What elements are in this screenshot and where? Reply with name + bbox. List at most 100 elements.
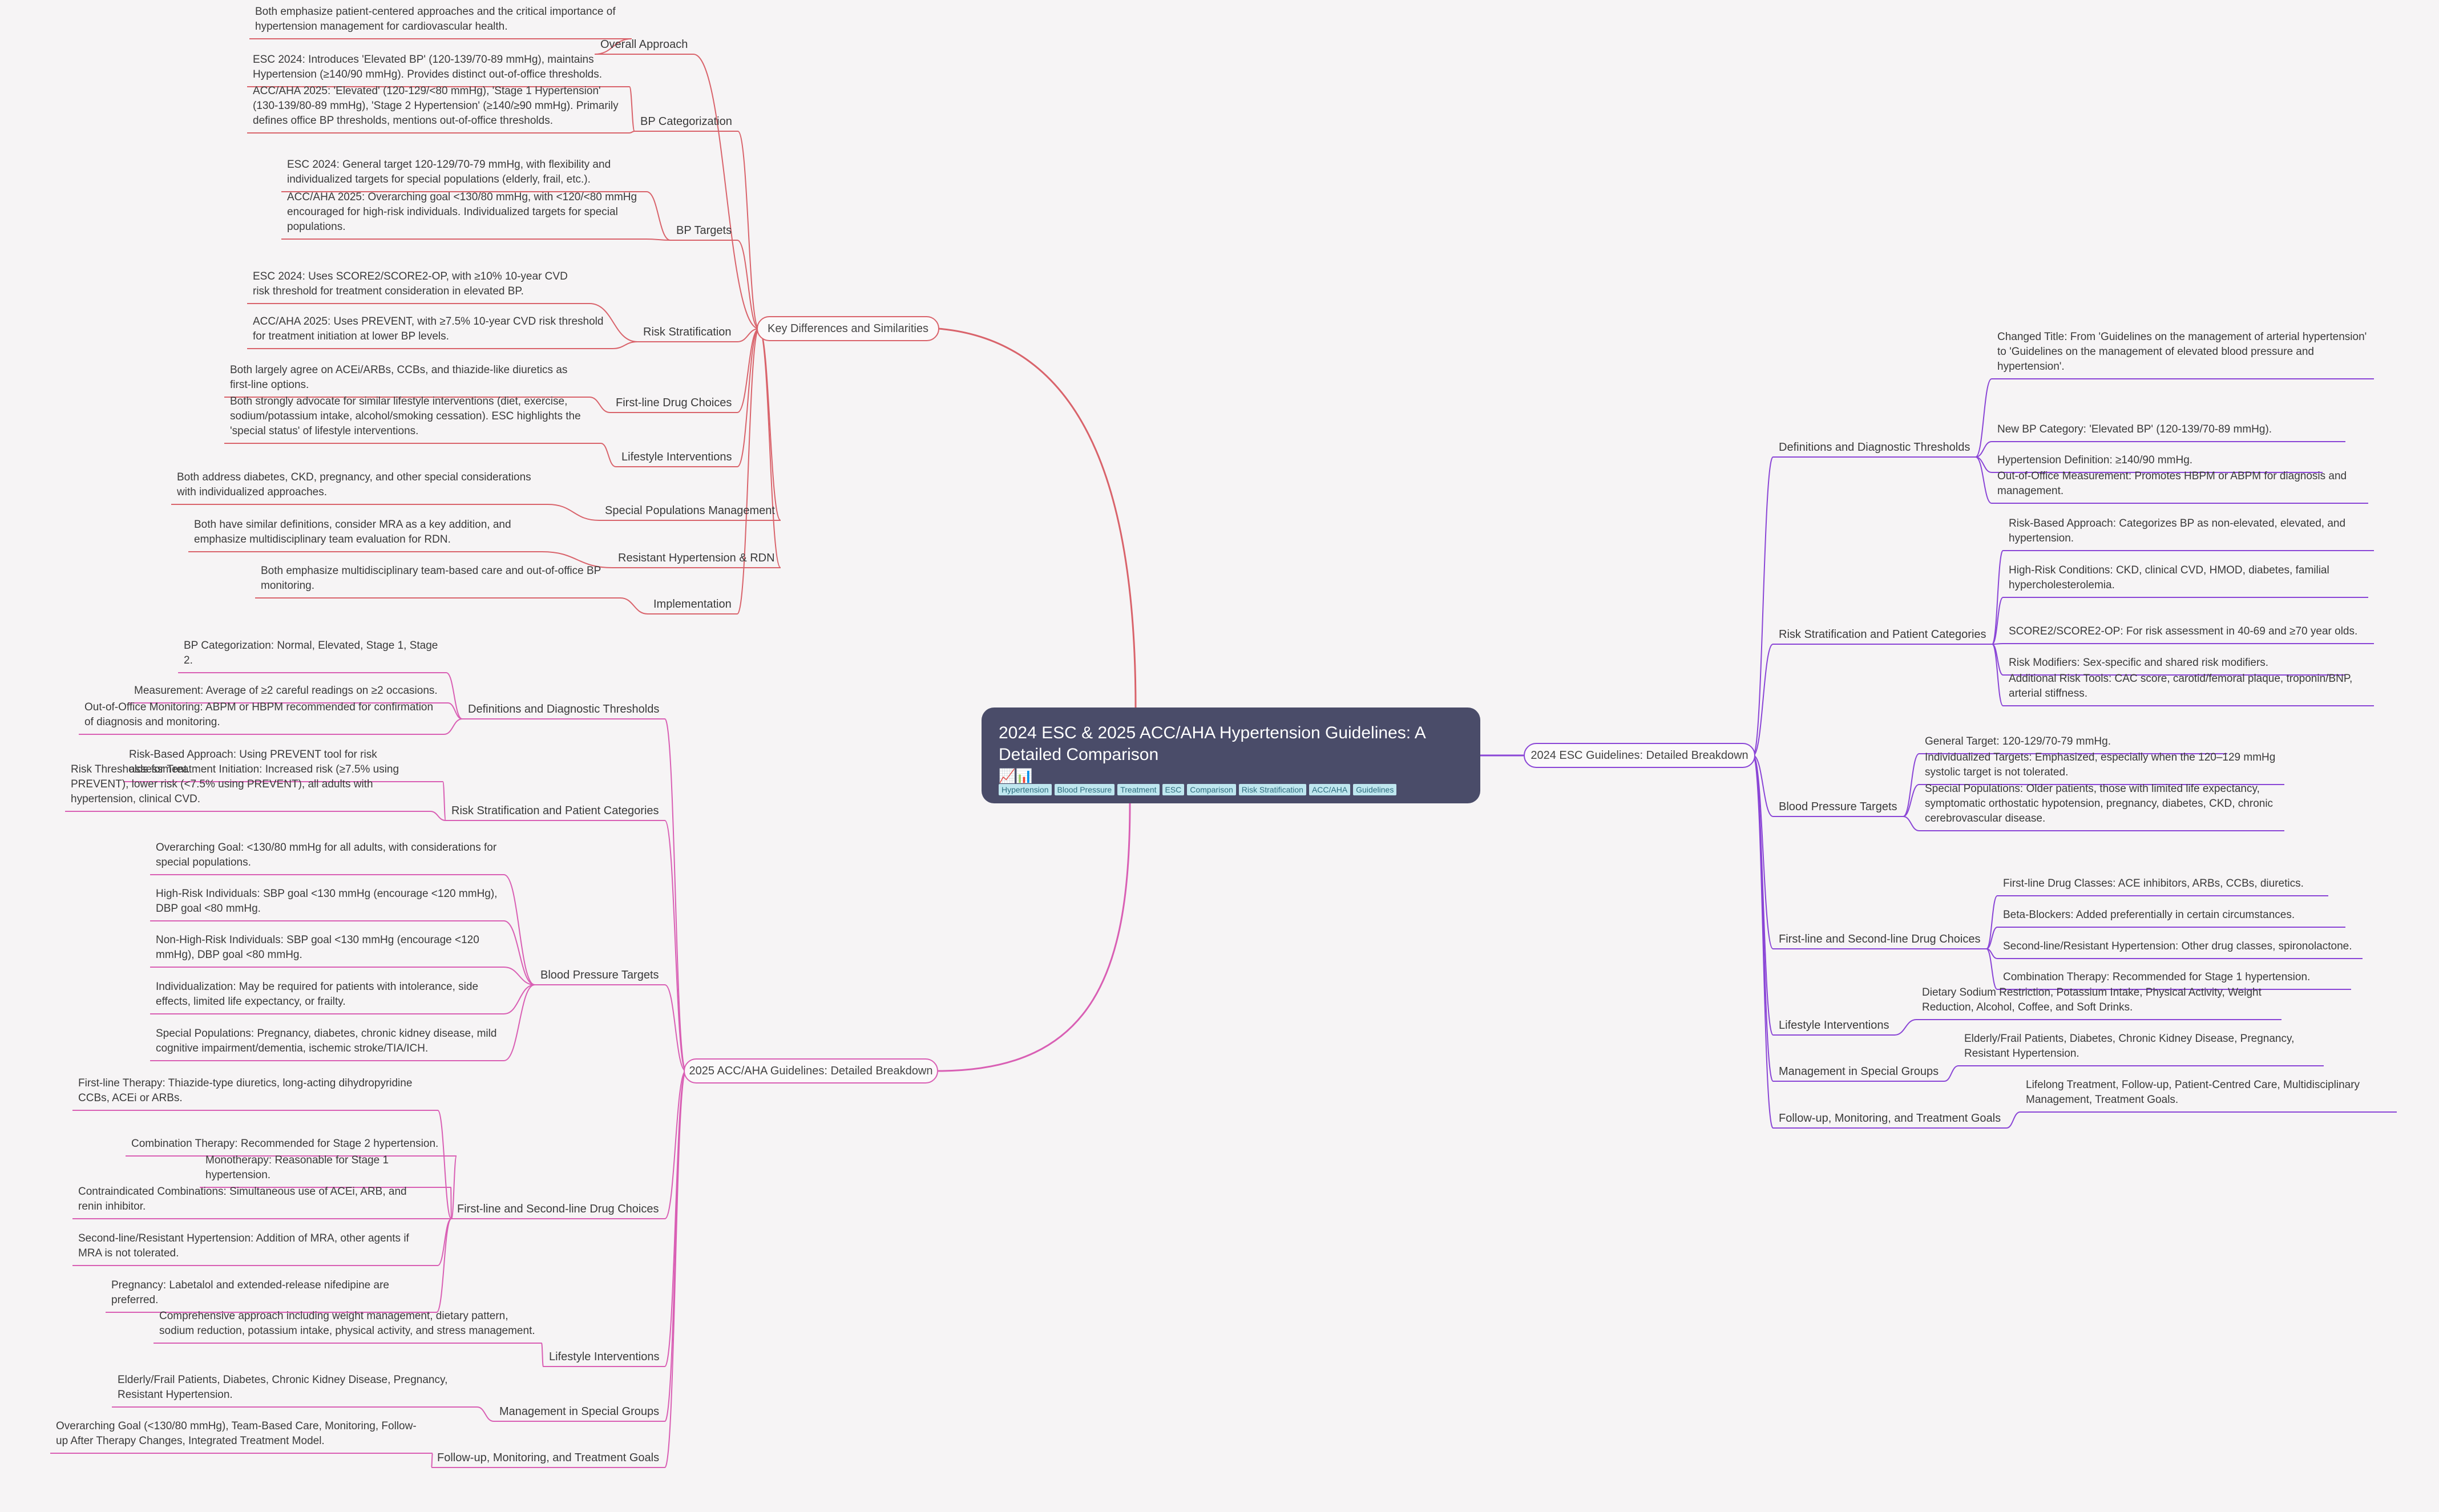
tag-esc[interactable]: ESC bbox=[1162, 784, 1185, 795]
category-risk-stratification[interactable]: Risk Stratification bbox=[643, 326, 732, 338]
leaf-acc-aha-2025-elevated-120-129-80-mmhg-st[interactable]: ACC/AHA 2025: 'Elevated' (120-129/<80 mm… bbox=[253, 85, 619, 127]
connector-line bbox=[1992, 644, 2374, 706]
connector-line bbox=[635, 131, 760, 329]
leaf-contraindicated-combinations-simultaneou[interactable]: Contraindicated Combinations: Simultaneo… bbox=[78, 1186, 407, 1212]
leaf-both-emphasize-multidisciplinary-team-ba[interactable]: Both emphasize multidisciplinary team-ba… bbox=[261, 565, 601, 592]
category-first-line-and-second-line-drug-choices[interactable]: First-line and Second-line Drug Choices bbox=[457, 1203, 659, 1215]
category-special-populations-management[interactable]: Special Populations Management bbox=[605, 504, 775, 517]
leaf-individualization-may-be-required-for-pa[interactable]: Individualization: May be required for p… bbox=[156, 981, 479, 1008]
branch-acc[interactable]: 2025 ACC/AHA Guidelines: Detailed Breakd… bbox=[684, 1058, 938, 1084]
leaf-individualized-targets-emphasized-especi[interactable]: Individualized Targets: Emphasized, espe… bbox=[1925, 751, 2276, 778]
leaf-risk-based-approach-categorizes-bp-as-no[interactable]: Risk-Based Approach: Categorizes BP as n… bbox=[2009, 518, 2346, 544]
category-blood-pressure-targets[interactable]: Blood Pressure Targets bbox=[540, 969, 659, 981]
leaf-second-line-resistant-hypertension-addit[interactable]: Second-line/Resistant Hypertension: Addi… bbox=[78, 1232, 409, 1259]
leaf-acc-aha-2025-uses-prevent-with-7-5-10-ye[interactable]: ACC/AHA 2025: Uses PREVENT, with ≥7.5% 1… bbox=[253, 316, 604, 342]
leaf-high-risk-conditions-ckd-clinical-cvd-hm[interactable]: High-Risk Conditions: CKD, clinical CVD,… bbox=[2009, 564, 2329, 591]
leaf-both-emphasize-patient-centered-approach[interactable]: Both emphasize patient-centered approach… bbox=[255, 6, 616, 33]
category-management-in-special-groups[interactable]: Management in Special Groups bbox=[1779, 1065, 1939, 1078]
leaf-monotherapy-reasonable-for-stage-1-hyper[interactable]: Monotherapy: Reasonable for Stage 1 hype… bbox=[205, 1154, 389, 1181]
connector-line bbox=[224, 397, 611, 413]
leaf-first-line-drug-classes-ace-inhibitors-a[interactable]: First-line Drug Classes: ACE inhibitors,… bbox=[2003, 878, 2304, 890]
leaf-acc-aha-2025-overarching-goal-130-80-mmh[interactable]: ACC/AHA 2025: Overarching goal <130/80 m… bbox=[287, 191, 637, 233]
leaf-changed-title-from-guidelines-on-the-man[interactable]: Changed Title: From 'Guidelines on the m… bbox=[1997, 331, 2367, 373]
leaf-additional-risk-tools-cac-score-carotid-[interactable]: Additional Risk Tools: CAC score, caroti… bbox=[2009, 673, 2353, 700]
category-first-line-drug-choices[interactable]: First-line Drug Choices bbox=[616, 397, 732, 409]
leaf-lifelong-treatment-follow-up-patient-cen[interactable]: Lifelong Treatment, Follow-up, Patient-C… bbox=[2026, 1079, 2360, 1106]
leaf-esc-2024-general-target-120-129-70-79-mm[interactable]: ESC 2024: General target 120-129/70-79 m… bbox=[287, 159, 611, 185]
leaf-out-of-office-monitoring-abpm-or-hbpm-re[interactable]: Out-of-Office Monitoring: ABPM or HBPM r… bbox=[84, 701, 434, 728]
category-lifestyle-interventions[interactable]: Lifestyle Interventions bbox=[549, 1351, 660, 1363]
category-implementation[interactable]: Implementation bbox=[653, 598, 732, 611]
category-follow-up-monitoring-and-treatment-goals[interactable]: Follow-up, Monitoring, and Treatment Goa… bbox=[437, 1452, 660, 1464]
tag-comparison[interactable]: Comparison bbox=[1187, 784, 1236, 795]
connector-line bbox=[612, 328, 781, 568]
leaf-overarching-goal-130-80-mmhg-for-all-adu[interactable]: Overarching Goal: <130/80 mmHg for all a… bbox=[156, 842, 497, 868]
leaf-elderly-frail-patients-diabetes-chronic-[interactable]: Elderly/Frail Patients, Diabetes, Chroni… bbox=[1964, 1033, 2295, 1060]
leaf-both-address-diabetes-ckd-pregnancy-and-[interactable]: Both address diabetes, CKD, pregnancy, a… bbox=[177, 471, 531, 498]
connector-line bbox=[938, 803, 1131, 1072]
category-bp-categorization[interactable]: BP Categorization bbox=[640, 115, 732, 128]
category-risk-stratification-and-patient-categories[interactable]: Risk Stratification and Patient Categori… bbox=[1779, 628, 1986, 641]
tag-treatment[interactable]: Treatment bbox=[1117, 784, 1160, 795]
branch-kd[interactable]: Key Differences and Similarities bbox=[757, 316, 939, 341]
connector-line bbox=[1752, 755, 1986, 949]
leaf-combination-therapy-recommended-for-stag[interactable]: Combination Therapy: Recommended for Sta… bbox=[131, 1138, 439, 1150]
leaf-score2-score2-op-for-risk-assessment-in-[interactable]: SCORE2/SCORE2-OP: For risk assessment in… bbox=[2009, 625, 2358, 637]
leaf-special-populations-older-patients-those[interactable]: Special Populations: Older patients, tho… bbox=[1925, 783, 2274, 824]
leaf-dietary-sodium-restriction-potassium-int[interactable]: Dietary Sodium Restriction, Potassium In… bbox=[1922, 987, 2262, 1013]
category-bp-targets[interactable]: BP Targets bbox=[676, 224, 732, 237]
connector-line bbox=[150, 920, 535, 985]
connector-line bbox=[431, 1070, 687, 1468]
category-overall-approach[interactable]: Overall Approach bbox=[600, 38, 688, 51]
category-definitions-and-diagnostic-thresholds[interactable]: Definitions and Diagnostic Thresholds bbox=[468, 703, 660, 715]
leaf-general-target-120-129-70-79-mmhg[interactable]: General Target: 120-129/70-79 mmHg. bbox=[1925, 735, 2111, 747]
leaf-pregnancy-labetalol-and-extended-release[interactable]: Pregnancy: Labetalol and extended-releas… bbox=[111, 1279, 389, 1306]
tag-blood-pressure[interactable]: Blood Pressure bbox=[1054, 784, 1115, 795]
leaf-special-populations-pregnancy-diabetes-c[interactable]: Special Populations: Pregnancy, diabetes… bbox=[156, 1028, 497, 1054]
leaf-risk-thresholds-for-treatment-initiation[interactable]: Risk Thresholds for Treatment Initiation… bbox=[71, 763, 399, 805]
leaf-beta-blockers-added-preferentially-in-ce[interactable]: Beta-Blockers: Added preferentially in c… bbox=[2003, 909, 2295, 921]
category-resistant-hypertension-rdn[interactable]: Resistant Hypertension & RDN bbox=[618, 552, 775, 564]
category-definitions-and-diagnostic-thresholds[interactable]: Definitions and Diagnostic Thresholds bbox=[1779, 441, 1970, 454]
leaf-measurement-average-of-2-careful-reading[interactable]: Measurement: Average of ≥2 careful readi… bbox=[134, 685, 438, 697]
leaf-bp-categorization-normal-elevated-stage-[interactable]: BP Categorization: Normal, Elevated, Sta… bbox=[184, 640, 438, 666]
tag-guidelines[interactable]: Guidelines bbox=[1353, 784, 1397, 795]
category-lifestyle-interventions[interactable]: Lifestyle Interventions bbox=[621, 451, 732, 463]
category-management-in-special-groups[interactable]: Management in Special Groups bbox=[499, 1405, 660, 1418]
leaf-non-high-risk-individuals-sbp-goal-130-m[interactable]: Non-High-Risk Individuals: SBP goal <130… bbox=[156, 934, 479, 961]
leaf-comprehensive-approach-including-weight-[interactable]: Comprehensive approach including weight … bbox=[159, 1310, 535, 1337]
connector-line bbox=[150, 874, 535, 985]
leaf-out-of-office-measurement-promotes-hbpm-[interactable]: Out-of-Office Measurement: Promotes HBPM… bbox=[1997, 470, 2347, 497]
leaf-both-have-similar-definitions-consider-m[interactable]: Both have similar definitions, consider … bbox=[194, 519, 511, 545]
leaf-high-risk-individuals-sbp-goal-130-mmhg-[interactable]: High-Risk Individuals: SBP goal <130 mmH… bbox=[156, 888, 498, 915]
leaf-esc-2024-uses-score2-score2-op-with-10-1[interactable]: ESC 2024: Uses SCORE2/SCORE2-OP, with ≥1… bbox=[253, 270, 568, 297]
leaf-combination-therapy-recommended-for-stag[interactable]: Combination Therapy: Recommended for Sta… bbox=[2003, 971, 2311, 983]
root-node[interactable]: 2024 ESC & 2025 ACC/AHA Hypertension Gui… bbox=[982, 708, 1480, 803]
leaf-risk-based-approach-using-prevent-tool-f[interactable]: Risk-Based Approach: Using PREVENT tool … bbox=[129, 749, 377, 775]
tag-hypertension[interactable]: Hypertension bbox=[999, 784, 1052, 795]
leaf-esc-2024-introduces-elevated-bp-120-139-[interactable]: ESC 2024: Introduces 'Elevated BP' (120-… bbox=[253, 54, 603, 80]
branch-esc[interactable]: 2024 ESC Guidelines: Detailed Breakdown bbox=[1524, 743, 1755, 768]
category-follow-up-monitoring-and-treatment-goals[interactable]: Follow-up, Monitoring, and Treatment Goa… bbox=[1779, 1112, 2001, 1125]
connector-line bbox=[637, 328, 760, 342]
leaf-both-largely-agree-on-acei-arbs-ccbs-and[interactable]: Both largely agree on ACEi/ARBs, CCBs, a… bbox=[230, 364, 568, 391]
tag-risk-stratification[interactable]: Risk Stratification bbox=[1238, 784, 1306, 795]
leaf-first-line-therapy-thiazide-type-diureti[interactable]: First-line Therapy: Thiazide-type diuret… bbox=[78, 1077, 413, 1104]
connector-line bbox=[106, 1218, 452, 1313]
leaf-risk-modifiers-sex-specific-and-shared-r[interactable]: Risk Modifiers: Sex-specific and shared … bbox=[2009, 657, 2269, 669]
category-risk-stratification-and-patient-categories[interactable]: Risk Stratification and Patient Categori… bbox=[451, 804, 659, 817]
leaf-hypertension-definition-140-90-mmhg[interactable]: Hypertension Definition: ≥140/90 mmHg. bbox=[1997, 454, 2193, 466]
connector-line bbox=[247, 341, 638, 349]
category-lifestyle-interventions[interactable]: Lifestyle Interventions bbox=[1779, 1019, 1889, 1032]
connector-line bbox=[1992, 550, 2374, 645]
leaf-both-strongly-advocate-for-similar-lifes[interactable]: Both strongly advocate for similar lifes… bbox=[230, 395, 581, 437]
category-first-line-and-second-line-drug-choices[interactable]: First-line and Second-line Drug Choices bbox=[1779, 933, 1981, 945]
leaf-elderly-frail-patients-diabetes-chronic-[interactable]: Elderly/Frail Patients, Diabetes, Chroni… bbox=[118, 1374, 448, 1401]
leaf-overarching-goal-130-80-mmhg-team-based-[interactable]: Overarching Goal (<130/80 mmHg), Team-Ba… bbox=[56, 1420, 417, 1447]
tag-acc-aha[interactable]: ACC/AHA bbox=[1309, 784, 1351, 795]
leaf-new-bp-category-elevated-bp-120-139-70-8[interactable]: New BP Category: 'Elevated BP' (120-139/… bbox=[1997, 423, 2272, 435]
connector-line bbox=[1894, 1019, 2281, 1036]
category-blood-pressure-targets[interactable]: Blood Pressure Targets bbox=[1779, 801, 1897, 813]
leaf-second-line-resistant-hypertension-other[interactable]: Second-line/Resistant Hypertension: Othe… bbox=[2003, 940, 2352, 952]
